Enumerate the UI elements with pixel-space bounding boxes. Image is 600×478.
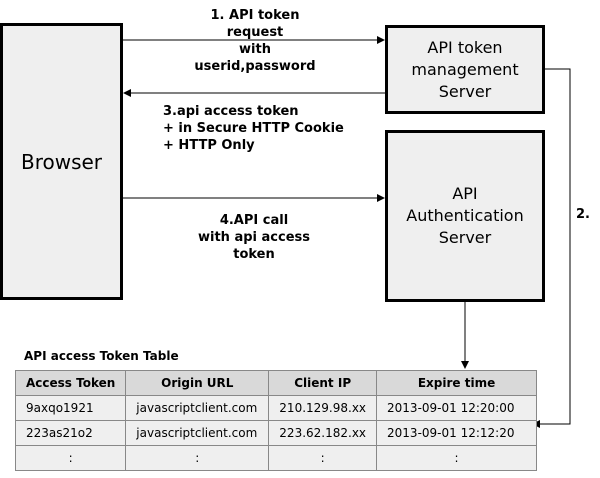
step3-label: 3.api access token + in Secure HTTP Cook… <box>163 104 344 153</box>
table-header-row: Access Token Origin URL Client IP Expire… <box>14 370 538 396</box>
table-title: API access Token Table <box>24 349 179 363</box>
browser-node: Browser <box>0 23 123 300</box>
token-table: Access Token Origin URL Client IP Expire… <box>14 370 538 471</box>
table-cell: : <box>268 445 378 471</box>
arrow-step2 <box>532 68 571 428</box>
token-server-node: API token management Server <box>385 25 545 114</box>
column-header: Origin URL <box>125 370 270 396</box>
column-header: Access Token <box>14 370 127 396</box>
step4-label: 4.API call with api access token <box>198 213 310 262</box>
browser-label: Browser <box>20 149 103 174</box>
table-cell: javascriptclient.com <box>125 420 270 446</box>
table-cell: 223as21o2 <box>14 420 127 446</box>
table-row: 9axqo1921 javascriptclient.com 210.129.9… <box>14 395 538 421</box>
table-cell: : <box>14 445 127 471</box>
table-cell: : <box>376 445 538 471</box>
table-cell: 2013-09-01 12:12:20 <box>376 420 538 446</box>
token-server-label: API token management Server <box>411 37 519 101</box>
table-row: : : : : <box>14 445 538 471</box>
auth-server-node: API Authentication Server <box>385 130 545 302</box>
table-cell: 223.62.182.xx <box>268 420 378 446</box>
table-row: 223as21o2 javascriptclient.com 223.62.18… <box>14 420 538 446</box>
step1-label: 1. API token request with userid,passwor… <box>194 8 316 74</box>
table-cell: : <box>125 445 270 471</box>
column-header: Client IP <box>268 370 378 396</box>
table-cell: javascriptclient.com <box>125 395 270 421</box>
auth-server-label: API Authentication Server <box>406 184 524 247</box>
table-cell: 2013-09-01 12:20:00 <box>376 395 538 421</box>
step2-label: 2. <box>576 207 590 222</box>
table-cell: 9axqo1921 <box>14 395 127 421</box>
column-header: Expire time <box>376 370 538 396</box>
table-cell: 210.129.98.xx <box>268 395 378 421</box>
